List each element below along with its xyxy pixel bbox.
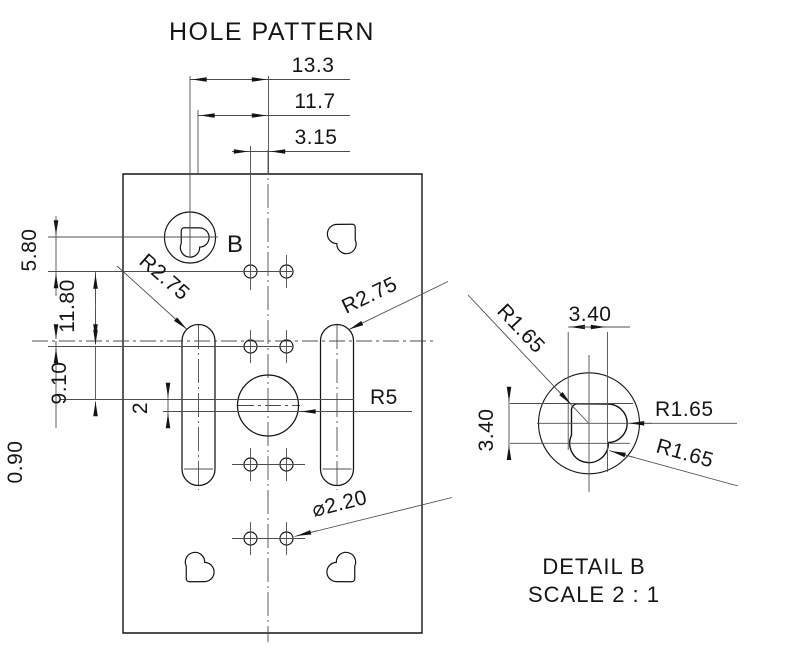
dim-2: 2 xyxy=(129,402,152,414)
dim-9-10: 9.10 xyxy=(48,362,71,405)
slot-left xyxy=(181,323,216,487)
radius-callouts: R5 R2.75 R2.75 ⌀2.20 xyxy=(116,249,453,537)
heart-hole-bottom-right xyxy=(326,551,357,583)
dim-11-7: 11.7 xyxy=(294,90,335,113)
plate-outline xyxy=(122,173,423,634)
top-dimensions: 13.3 11.7 3.15 xyxy=(190,54,350,154)
radius-label-r275-left: R2.75 xyxy=(135,249,194,305)
plate-features xyxy=(163,211,357,583)
detail-b-tag: B xyxy=(227,231,243,258)
dim-0-90: 0.90 xyxy=(4,441,27,484)
heart-hole-top-left xyxy=(179,227,210,258)
dim-3-15: 3.15 xyxy=(295,126,338,149)
dim-11-80: 11.80 xyxy=(56,279,79,333)
heart-hole-top-right xyxy=(326,223,357,255)
radius-label-r5: R5 xyxy=(370,386,398,409)
detail-view: 3.40 3.40 R1.65 R1.65 R1.65 DETAIL B SCA… xyxy=(467,294,739,607)
heart-hole-bottom-left xyxy=(184,551,215,583)
slot-right xyxy=(319,323,355,487)
left-dimensions: 5.80 11.80 0.90 9.10 2 xyxy=(4,216,171,484)
dim-5-80: 5.80 xyxy=(18,229,41,272)
extension-lines xyxy=(48,76,412,412)
main-view: 13.3 11.7 3.15 5.80 11.80 0.90 xyxy=(4,54,453,642)
detail-radius-bottom: R1.65 xyxy=(654,435,717,473)
detail-dim-height: 3.40 xyxy=(475,409,498,452)
dim-13-3: 13.3 xyxy=(292,54,335,77)
diameter-label-220: ⌀2.20 xyxy=(310,486,370,522)
detail-radius-top-left: R1.65 xyxy=(492,300,549,358)
detail-construction-lines xyxy=(510,332,737,492)
detail-title: DETAIL B xyxy=(542,554,645,579)
detail-radius-right: R1.65 xyxy=(655,398,714,421)
center-hole-r5 xyxy=(236,374,300,437)
centerlines xyxy=(32,150,436,642)
small-holes xyxy=(243,264,294,546)
detail-scale: SCALE 2 : 1 xyxy=(528,582,660,607)
radius-label-r275-right: R2.75 xyxy=(338,273,401,319)
view-title: HOLE PATTERN xyxy=(169,18,375,46)
detail-dim-width: 3.40 xyxy=(569,303,612,326)
